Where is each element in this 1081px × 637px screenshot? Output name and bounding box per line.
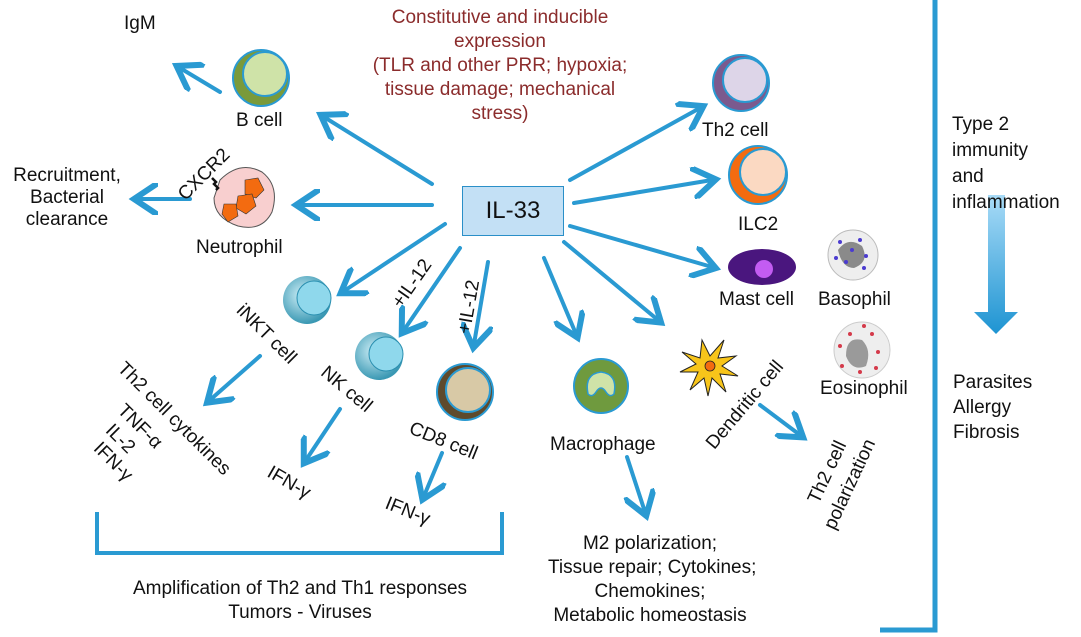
arrow-il33-to-inkt xyxy=(344,222,447,291)
arrow-il33-to-macrophage xyxy=(542,256,576,334)
inkt-cell-icon xyxy=(283,276,332,324)
arrow-nk-to-ifng xyxy=(306,407,342,460)
arrow-il33-to-th2 xyxy=(568,108,700,182)
cd8-cell-icon xyxy=(436,363,494,421)
right-bracket xyxy=(880,0,938,633)
neutrophil-label: Neutrophil xyxy=(196,237,283,258)
arrow-il33-to-nk xyxy=(404,246,462,330)
right-panel-line: inflammation xyxy=(952,192,1060,213)
bottom-bracket xyxy=(95,512,504,555)
recruitment-line: Bacterial xyxy=(30,187,104,208)
bottom-bracket-line: Tumors - Viruses xyxy=(228,602,372,623)
right-panel-line: immunity xyxy=(952,140,1029,161)
arrow-il33-to-bcell xyxy=(324,117,434,186)
arrow-macrophage-to-m2 xyxy=(627,455,645,512)
b-cell-label: B cell xyxy=(236,110,283,131)
right-panel-line: Allergy xyxy=(953,397,1012,418)
arrow-inkt-to-cytokines xyxy=(210,354,262,400)
macrophage-output-line: Tissue repair; Cytokines; xyxy=(548,557,757,578)
expression-note: Constitutive and inducible expression (T… xyxy=(350,6,650,126)
ilc2-label: ILC2 xyxy=(738,214,779,235)
arrow-bcell-to-igm xyxy=(180,68,222,94)
nk-cell-icon xyxy=(355,332,404,380)
note-line: (TLR and other PRR; hypoxia; xyxy=(372,55,628,76)
mast-cell-icon xyxy=(728,249,796,285)
recruitment-label: Recruitment, Bacterial clearance xyxy=(6,165,128,231)
mast-cell-label: Mast cell xyxy=(719,289,794,310)
macrophage-output: M2 polarization; Tissue repair; Cytokine… xyxy=(548,532,757,628)
note-line: expression xyxy=(454,31,546,52)
th2-cell-label: Th2 cell xyxy=(702,120,769,141)
eosinophil-icon xyxy=(833,321,891,379)
arrow-cd8-to-ifng xyxy=(424,451,442,496)
macrophage-output-line: Chemokines; xyxy=(594,581,706,602)
note-line: tissue damage; mechanical xyxy=(384,79,616,100)
bottom-bracket-line: Amplification of Th2 and Th1 responses xyxy=(132,578,468,599)
arrow-il33-to-ilc2 xyxy=(572,180,712,205)
right-panel-bottom: Parasites Allergy Fibrosis xyxy=(953,370,1032,445)
macrophage-output-line: Metabolic homeostasis xyxy=(553,605,747,626)
note-line: stress) xyxy=(471,103,529,124)
basophil-label: Basophil xyxy=(818,289,891,310)
right-panel-line: Type 2 xyxy=(952,114,1010,135)
il33-box: IL-33 xyxy=(462,186,564,236)
dendritic-cell-icon xyxy=(679,338,739,397)
neutrophil-icon xyxy=(211,167,275,228)
igm-label: IgM xyxy=(124,13,156,34)
macrophage-output-line: M2 polarization; xyxy=(582,533,718,554)
arrow-dendritic-to-th2pol xyxy=(758,403,800,435)
recruitment-line: clearance xyxy=(25,209,109,230)
th2-cell-icon xyxy=(712,54,770,112)
arrow-il33-to-mast xyxy=(568,224,712,267)
macrophage-icon xyxy=(573,358,629,414)
right-panel-line: and xyxy=(952,166,984,187)
basophil-icon xyxy=(827,229,879,281)
arrow-il33-to-dendritic xyxy=(562,240,658,320)
right-panel-line: Parasites xyxy=(953,372,1033,393)
macrophage-label: Macrophage xyxy=(550,434,656,455)
big-down-arrow-icon xyxy=(974,195,1018,334)
b-cell-icon xyxy=(232,49,290,107)
right-panel-line: Fibrosis xyxy=(953,422,1020,443)
arrow-il33-to-cd8 xyxy=(474,260,488,344)
il33-label: IL-33 xyxy=(485,197,541,224)
ilc2-icon xyxy=(728,145,788,205)
eosinophil-label: Eosinophil xyxy=(820,378,908,399)
bottom-bracket-text: Amplification of Th2 and Th1 responses T… xyxy=(96,577,504,625)
right-panel-top: Type 2 immunity and inflammation xyxy=(952,112,1060,216)
note-line: Constitutive and inducible xyxy=(391,7,609,28)
recruitment-line: Recruitment, xyxy=(13,165,121,186)
